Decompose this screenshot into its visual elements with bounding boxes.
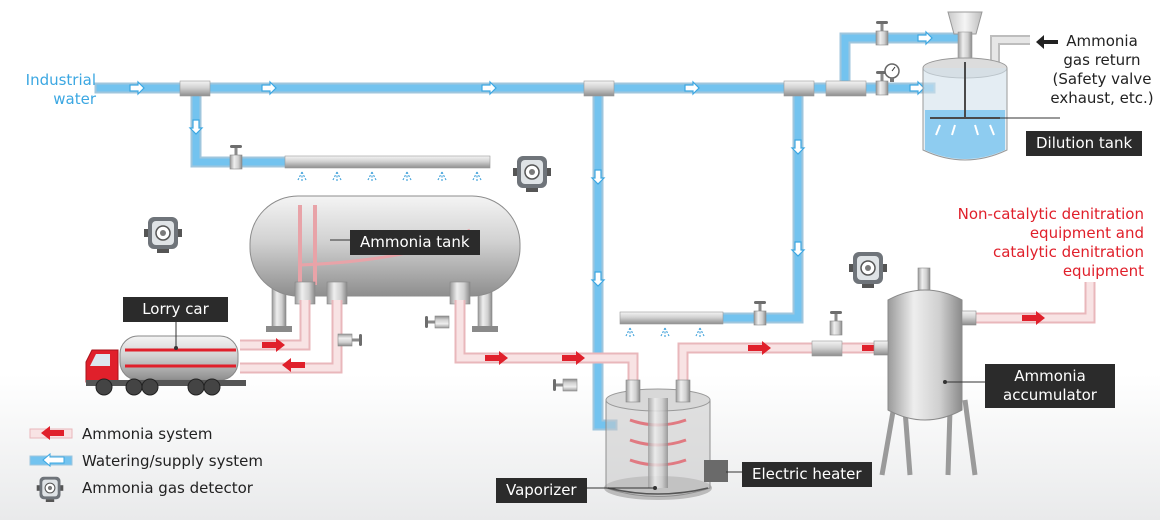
legend-symbols [29, 426, 73, 503]
gas-return-line1: Ammonia [1066, 32, 1138, 50]
gas-detector-icon [512, 155, 552, 193]
legend-watering-supply: Watering/supply system [82, 452, 263, 470]
water-pipes [94, 32, 961, 431]
ammonia-valves [337, 310, 843, 392]
electric-heater-label: Electric heater [742, 462, 872, 487]
accumulator-leader-dot [943, 380, 947, 384]
denitration-line1: Non-catalytic denitration [957, 205, 1144, 223]
accumulator-line1: Ammonia [1014, 367, 1086, 385]
vaporizer-label: Vaporizer [496, 478, 587, 503]
gas-return-line3: (Safety valve [1052, 70, 1152, 88]
gas-detector-icon [143, 216, 183, 254]
sprinkler-header-top [284, 155, 491, 182]
denitration-line3: catalytic denitration [992, 243, 1144, 261]
industrial-water-line2: water [53, 90, 96, 108]
legend-gas-detector: Ammonia gas detector [82, 479, 253, 497]
legend-ammonia-system: Ammonia system [82, 425, 213, 443]
vaporizer-leader-dot [653, 486, 657, 490]
ammonia-gas-return-label: Ammonia gas return (Safety valve exhaust… [1050, 32, 1154, 108]
dilution-tank-graphic [922, 11, 1030, 161]
denitration-label: Non-catalytic denitration equipment and … [900, 205, 1144, 281]
ammonia-tank-graphic [249, 195, 521, 332]
ammonia-tank-label: Ammonia tank [350, 230, 480, 255]
lorry-car-label: Lorry car [123, 297, 228, 322]
lorry-leader-dot [174, 346, 178, 350]
ammonia-flow-arrows [262, 311, 1045, 372]
accumulator-line2: accumulator [1003, 386, 1097, 404]
vaporizer-graphic [604, 379, 728, 500]
denitration-line2: equipment and [1029, 224, 1144, 242]
industrial-water-line1: Industrial [25, 71, 96, 89]
sprinkler-header-bottom [619, 311, 724, 338]
water-fittings [179, 20, 900, 326]
gas-return-line2: gas return [1063, 51, 1141, 69]
industrial-water-label: Industrial water [14, 71, 96, 109]
gas-return-line4: exhaust, etc.) [1050, 89, 1154, 107]
water-flow-arrows [129, 30, 933, 287]
ammonia-pipes [240, 282, 1096, 385]
denitration-line4: equipment [1062, 262, 1144, 280]
lorry-car-graphic [85, 335, 246, 396]
gas-return-arrow [1036, 35, 1058, 49]
dilution-tank-label: Dilution tank [1026, 131, 1143, 156]
ammonia-accumulator-label: Ammonia accumulator [985, 364, 1115, 408]
ammonia-accumulator-graphic [873, 267, 978, 476]
gas-detector-icon [848, 251, 888, 289]
